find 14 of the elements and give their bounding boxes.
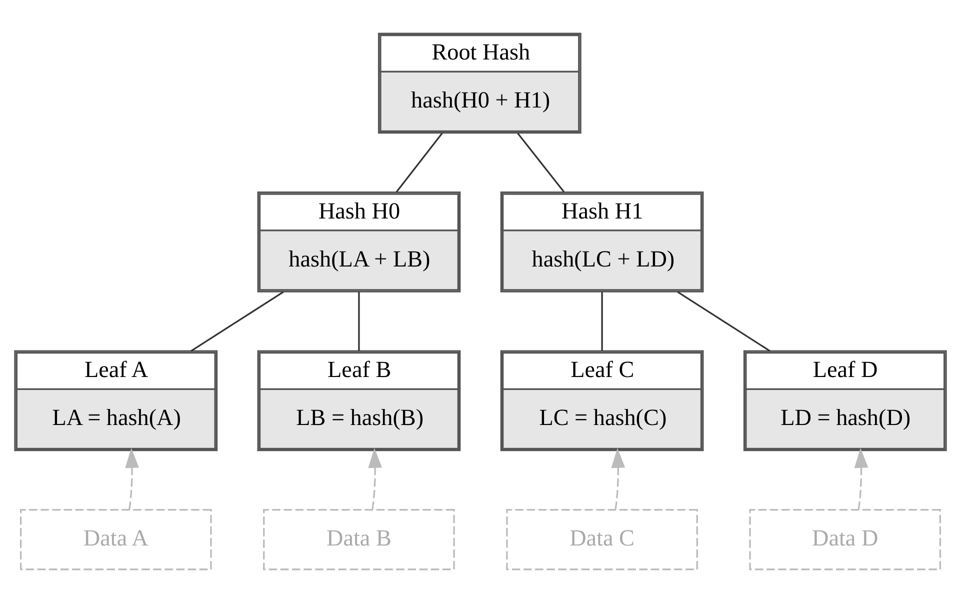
connector: [190, 291, 284, 352]
connector: [517, 132, 565, 193]
connector: [396, 132, 443, 193]
arrow: [125, 448, 139, 510]
connector: [358, 292, 360, 351]
arrow: [854, 448, 868, 510]
node-box: Data A: [20, 509, 212, 570]
connector: [677, 291, 770, 352]
arrow: [368, 448, 382, 510]
connector: [601, 292, 603, 351]
node-box: Data D: [749, 509, 942, 570]
arrow: [611, 448, 626, 510]
node-box: Data C: [506, 509, 698, 570]
node-box: Data B: [263, 509, 455, 570]
